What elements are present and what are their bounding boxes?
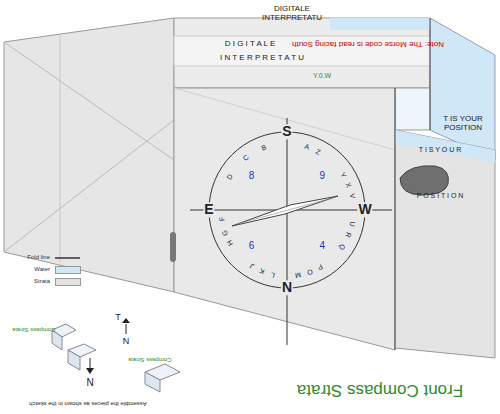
water-zone — [330, 18, 430, 30]
cardinal-letter: W — [357, 202, 372, 217]
note: Note: The Morse code is read facing Sout… — [292, 40, 444, 49]
ring-letter: P — [316, 263, 324, 272]
strip-text: I N T E R P R E T A T U — [220, 54, 304, 63]
ring-letter: Y — [338, 171, 347, 179]
compass-ring — [209, 132, 365, 288]
ring-letter: J — [248, 262, 255, 270]
tab — [170, 232, 176, 262]
strip-text: D I G I T A L E — [225, 40, 276, 49]
ring-letter: C — [242, 153, 251, 162]
fold-line — [60, 35, 61, 262]
arrow — [126, 324, 127, 334]
compass-needle — [232, 196, 338, 226]
mini-block — [68, 350, 80, 370]
water-zone — [395, 130, 495, 162]
fold-line — [4, 120, 174, 252]
legend-row: Fold line — [0, 254, 90, 264]
stone — [400, 166, 448, 195]
ring-letter: Q — [337, 242, 346, 251]
legend-row: Water — [0, 266, 90, 276]
strip-text: T I S Y O U R — [419, 146, 461, 154]
small-mark: Y.0.W — [313, 72, 331, 80]
arrowhead — [122, 318, 130, 323]
ring-letter: U — [347, 220, 356, 227]
edge-line — [430, 18, 431, 130]
center-panel — [174, 88, 395, 350]
legend-text: Water — [4, 266, 50, 273]
figure-label: Compass Strata — [12, 327, 55, 334]
fold-line — [4, 42, 174, 160]
direction-letter: T — [115, 313, 121, 323]
ring-letter: X — [344, 182, 353, 189]
ring-letter: F — [218, 217, 226, 222]
callout-number: 8 — [249, 169, 255, 180]
ring-letter: G — [220, 229, 229, 237]
left-panel — [4, 18, 174, 292]
ring-letter: A — [304, 143, 311, 152]
legend-line-sample — [55, 257, 80, 259]
legend-text: Fold line — [4, 254, 50, 261]
legend-swatch — [55, 278, 81, 286]
cardinal-letter: S — [281, 124, 292, 139]
instruction-note: Assemble the pieces as shown in the sket… — [29, 401, 147, 408]
ring-letter: O — [306, 267, 314, 276]
ring-letter: D — [225, 173, 234, 181]
direction-letter: N — [86, 377, 93, 388]
ring-letter: H — [225, 239, 234, 247]
top-strip — [174, 18, 430, 88]
ring-letter: M — [295, 271, 302, 280]
title: Front Compass Strata — [297, 381, 463, 400]
position-label: T IS YOUR POSITION — [434, 115, 492, 133]
right-panel — [395, 130, 495, 358]
needle-axis — [237, 197, 336, 224]
cardinal-letter: N — [281, 280, 293, 295]
side-panel — [395, 88, 430, 130]
ring-letter: Z — [314, 147, 321, 156]
ring-letter: B — [261, 144, 268, 153]
mini-block — [145, 372, 160, 392]
axis-line — [287, 118, 288, 345]
legend-text: Strata — [4, 278, 50, 285]
ring-letter: R — [344, 231, 353, 239]
callout-number: 4 — [320, 240, 326, 251]
heading-text: DIGITALE INTERPRETATU — [247, 5, 337, 23]
arrowhead — [86, 368, 94, 374]
strip-text: P O S I T I O N — [417, 192, 464, 200]
legend-row: Strata — [0, 278, 90, 288]
ring-letter: L — [271, 270, 276, 278]
fold-line — [174, 88, 395, 150]
cardinal-letter: E — [203, 202, 214, 217]
legend-swatch — [55, 266, 81, 274]
figure-label: Compass Strata — [128, 357, 171, 364]
callout-number: 9 — [320, 169, 326, 180]
callout-number: 6 — [249, 240, 255, 251]
direction-letter: N — [123, 337, 130, 347]
edge-line — [395, 88, 396, 350]
ring-letter: V — [347, 193, 355, 199]
ring-letter: K — [259, 267, 266, 276]
